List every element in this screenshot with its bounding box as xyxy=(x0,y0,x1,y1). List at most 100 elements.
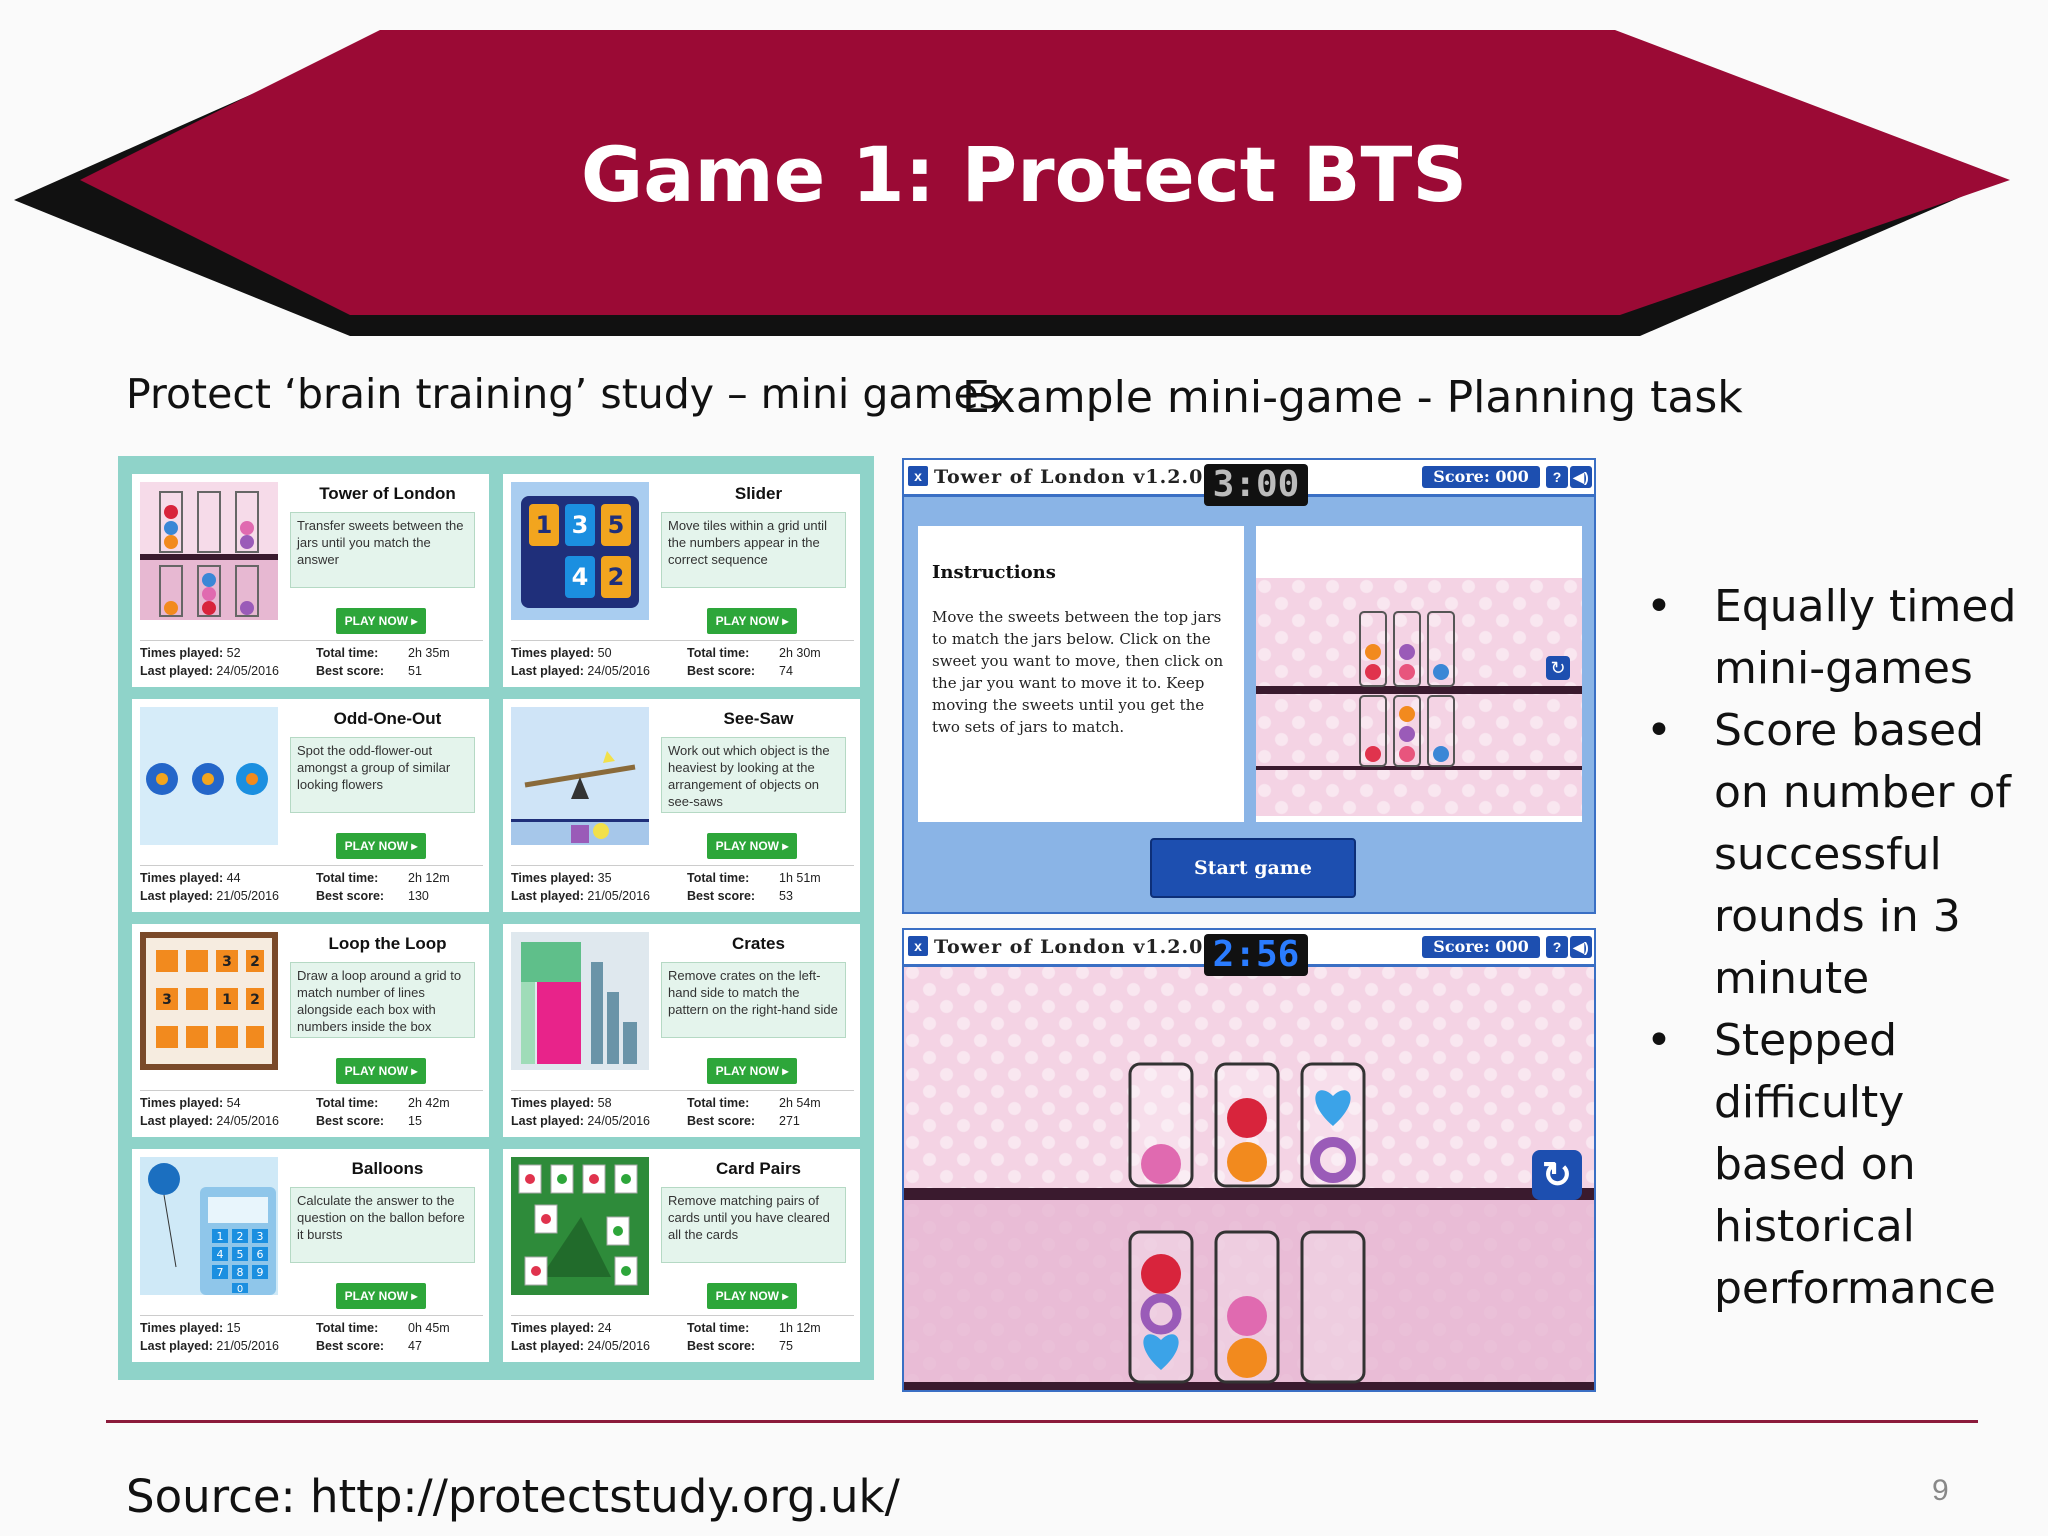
game-description: Calculate the answer to the question on … xyxy=(290,1187,475,1263)
restart-icon[interactable]: ↻ xyxy=(1532,1150,1582,1200)
play-now-button[interactable]: PLAY NOW ▸ xyxy=(336,1283,426,1309)
close-button[interactable]: x xyxy=(908,936,928,956)
game-card[interactable]: 1 3 5 4 2 Slider Move tiles within a gri… xyxy=(503,474,860,687)
play-now-button[interactable]: PLAY NOW ▸ xyxy=(336,833,426,859)
help-button[interactable]: ? xyxy=(1546,936,1568,958)
game-window-instructions: x Tower of London v1.2.0 3:00 Score: 000… xyxy=(902,458,1596,914)
svg-text:6: 6 xyxy=(257,1248,264,1261)
total-time-value: 2h 54m xyxy=(779,1096,821,1110)
game-title: Odd-One-Out xyxy=(333,709,442,728)
game-stats: Times played: 24 Last played: 24/05/2016… xyxy=(511,1315,854,1356)
sound-icon[interactable]: ◀) xyxy=(1570,936,1592,958)
play-now-button[interactable]: PLAY NOW ▸ xyxy=(707,608,797,634)
game-description: Work out which object is the heaviest by… xyxy=(661,737,846,813)
close-button[interactable]: x xyxy=(908,466,928,486)
game-stats: Times played: 15 Last played: 21/05/2016… xyxy=(140,1315,483,1356)
times-played-value: 35 xyxy=(597,871,612,885)
mini-games-grid: Tower of London Transfer sweets between … xyxy=(118,456,874,1380)
game-window-playing: x Tower of London v1.2.0 2:56 Score: 000… xyxy=(902,928,1596,1392)
game-stats: Times played: 58 Last played: 24/05/2016… xyxy=(511,1090,854,1131)
svg-text:2: 2 xyxy=(250,992,260,1008)
times-played-label: Times played: xyxy=(140,1321,224,1335)
total-time-label: Total time: xyxy=(316,1321,379,1335)
svg-text:3: 3 xyxy=(257,1230,264,1243)
times-played-value: 58 xyxy=(597,1096,612,1110)
card-pairs-thumb[interactable] xyxy=(511,1157,649,1295)
slider-thumb[interactable]: 1 3 5 4 2 xyxy=(511,482,649,620)
svg-text:3: 3 xyxy=(572,511,589,539)
best-score-value: 51 xyxy=(408,664,422,678)
total-time-value: 0h 45m xyxy=(408,1321,450,1335)
game-title: Loop the Loop xyxy=(328,934,447,953)
svg-text:3: 3 xyxy=(222,954,232,970)
preview-shelf-bottom xyxy=(1256,766,1582,770)
svg-text:5: 5 xyxy=(237,1248,244,1261)
odd-one-out-thumb[interactable] xyxy=(140,707,278,845)
best-score-label: Best score: xyxy=(316,1339,385,1353)
svg-text:1: 1 xyxy=(217,1230,224,1243)
game-card[interactable]: Tower of London Transfer sweets between … xyxy=(132,474,489,687)
play-now-button[interactable]: PLAY NOW ▸ xyxy=(707,1058,797,1084)
game-title: Tower of London xyxy=(319,484,456,503)
times-played-value: 50 xyxy=(597,646,612,660)
last-played-value: 24/05/2016 xyxy=(587,1339,650,1353)
total-time-label: Total time: xyxy=(687,646,750,660)
total-time-label: Total time: xyxy=(316,646,379,660)
total-time-label: Total time: xyxy=(316,1096,379,1110)
times-played-value: 52 xyxy=(226,646,241,660)
times-played-label: Times played: xyxy=(511,646,595,660)
best-score-label: Best score: xyxy=(687,889,756,903)
times-played-value: 24 xyxy=(597,1321,612,1335)
play-now-button[interactable]: PLAY NOW ▸ xyxy=(336,1058,426,1084)
tower-of-london-thumb[interactable] xyxy=(140,482,278,620)
total-time-value: 1h 12m xyxy=(779,1321,821,1335)
game-title: See-Saw xyxy=(723,709,794,728)
best-score-label: Best score: xyxy=(687,664,756,678)
total-time-label: Total time: xyxy=(687,871,750,885)
restart-icon[interactable]: ↻ xyxy=(1546,656,1570,680)
times-played-value: 44 xyxy=(226,871,241,885)
play-now-label: PLAY NOW xyxy=(344,614,408,628)
svg-text:1: 1 xyxy=(536,511,553,539)
last-played-label: Last played: xyxy=(511,664,584,678)
last-played-label: Last played: xyxy=(511,1339,584,1353)
last-played-value: 21/05/2016 xyxy=(216,889,279,903)
game-description: Spot the odd-flower-out amongst a group … xyxy=(290,737,475,813)
game-card[interactable]: Odd-One-Out Spot the odd-flower-out amon… xyxy=(132,699,489,912)
game-description: Remove matching pairs of cards until you… xyxy=(661,1187,846,1263)
play-now-label: PLAY NOW xyxy=(344,839,408,853)
help-button[interactable]: ? xyxy=(1546,466,1568,488)
see-saw-thumb[interactable] xyxy=(511,707,649,845)
play-now-button[interactable]: PLAY NOW ▸ xyxy=(336,608,426,634)
best-score-value: 15 xyxy=(408,1114,422,1128)
svg-text:1: 1 xyxy=(222,992,232,1008)
crates-thumb[interactable] xyxy=(511,932,649,1070)
game-card[interactable]: See-Saw Work out which object is the hea… xyxy=(503,699,860,912)
last-played-label: Last played: xyxy=(511,1114,584,1128)
play-now-button[interactable]: PLAY NOW ▸ xyxy=(707,833,797,859)
page-number: 9 xyxy=(1932,1474,1949,1507)
shelf-bottom xyxy=(904,1382,1594,1390)
times-played-label: Times played: xyxy=(140,1096,224,1110)
start-game-button[interactable]: Start game xyxy=(1150,838,1356,898)
sound-icon[interactable]: ◀) xyxy=(1570,466,1592,488)
svg-text:0: 0 xyxy=(237,1284,243,1295)
play-now-button[interactable]: PLAY NOW ▸ xyxy=(707,1283,797,1309)
game-title-bar: x Tower of London v1.2.0 2:56 Score: 000… xyxy=(904,930,1594,976)
bullet-item: Equally timed mini-games xyxy=(1636,576,2048,700)
total-time-value: 1h 51m xyxy=(779,871,821,885)
game-preview: ↻ xyxy=(1256,526,1582,822)
play-now-label: PLAY NOW xyxy=(715,614,779,628)
preview-jars xyxy=(1359,611,1455,767)
game-card[interactable]: Card Pairs Remove matching pairs of card… xyxy=(503,1149,860,1362)
play-now-label: PLAY NOW xyxy=(715,1289,779,1303)
game-title: Balloons xyxy=(351,1159,424,1178)
total-time-label: Total time: xyxy=(316,871,379,885)
game-description: Remove crates on the left-hand side to m… xyxy=(661,962,846,1038)
game-card[interactable]: Crates Remove crates on the left-hand si… xyxy=(503,924,860,1137)
game-title: Crates xyxy=(732,934,785,953)
